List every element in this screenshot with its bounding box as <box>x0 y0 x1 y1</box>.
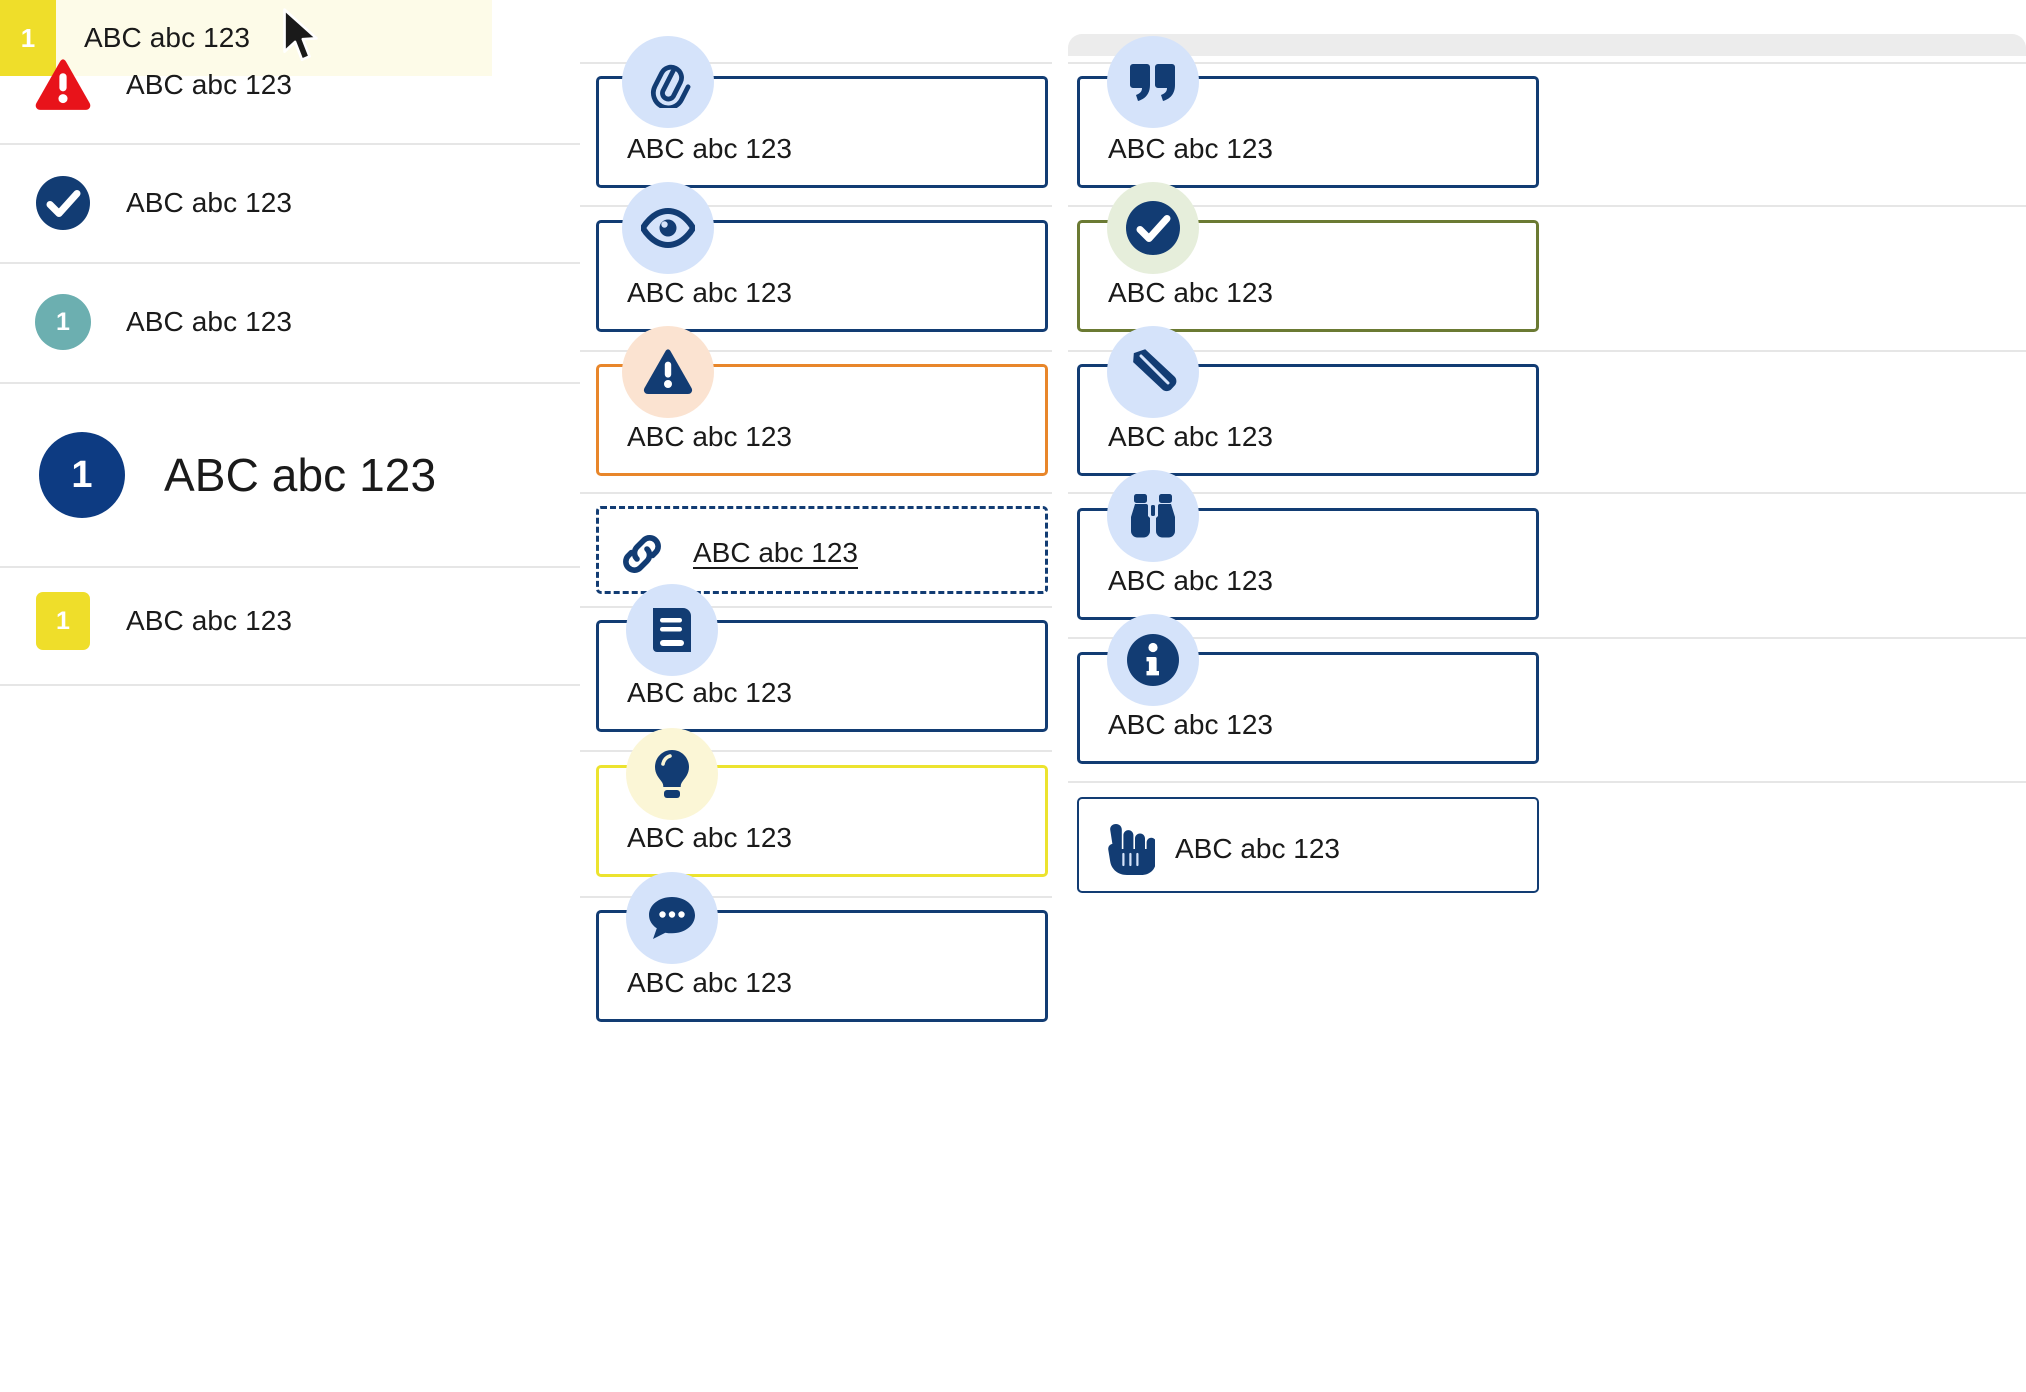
book-icon-bubble <box>626 584 718 676</box>
lightbulb-icon-bubble <box>626 728 718 820</box>
list-item-success[interactable]: ABC abc 123 <box>0 173 760 233</box>
check-circle-icon <box>36 176 90 230</box>
separator <box>580 750 1052 752</box>
list-item-step-yellow[interactable]: 1 ABC abc 123 <box>0 592 760 650</box>
badge-number: 1 <box>56 606 70 635</box>
pointing-hand-icon <box>1108 824 1156 875</box>
card-label: ABC abc 123 <box>627 677 792 708</box>
comment-dots-icon-bubble <box>626 872 718 964</box>
badge-number: 1 <box>71 453 93 496</box>
book-icon <box>653 608 691 652</box>
top-panel-cover <box>1068 56 2026 62</box>
triangle-alert-icon <box>643 349 693 394</box>
card-link[interactable]: ABC abc 123 <box>596 506 1048 594</box>
card-link-label[interactable]: ABC abc 123 <box>693 537 858 568</box>
pencil-icon-bubble <box>1107 326 1199 418</box>
list-item-step-teal[interactable]: 1 ABC abc 123 <box>0 293 760 351</box>
card-label: ABC abc 123 <box>1108 277 1273 308</box>
card-label: ABC abc 123 <box>627 967 792 998</box>
binoculars-icon-bubble <box>1107 470 1199 562</box>
card-label: ABC abc 123 <box>1108 133 1273 164</box>
link-icon <box>623 535 661 573</box>
pointing-hand-icon-wrapper <box>1103 821 1156 880</box>
list-item-label: ABC abc 123 <box>164 449 437 501</box>
separator <box>1068 637 2026 639</box>
card-label: ABC abc 123 <box>1108 565 1273 596</box>
list-item-label: ABC abc 123 <box>126 187 293 218</box>
card-label: ABC abc 123 <box>627 421 792 452</box>
pencil-icon <box>1133 349 1177 392</box>
check-circle-icon <box>1126 201 1180 255</box>
list-item-label: ABC abc 123 <box>126 306 293 337</box>
separator <box>580 492 1052 494</box>
info-circle-icon-bubble <box>1107 614 1199 706</box>
number-badge-square: 1 <box>36 592 90 650</box>
badge-number: 1 <box>56 307 70 336</box>
separator <box>0 684 580 686</box>
eye-icon-bubble <box>622 182 714 274</box>
paperclip-icon <box>651 64 691 108</box>
card-label: ABC abc 123 <box>627 133 792 164</box>
card-label: ABC abc 123 <box>1175 833 1340 864</box>
left-column: ABC abc 123 ABC abc 123 1 ABC abc 123 1 … <box>0 0 760 1392</box>
separator <box>580 62 1052 64</box>
paperclip-icon-bubble <box>622 36 714 128</box>
list-item-step-large[interactable]: 1 ABC abc 123 <box>0 425 760 525</box>
triangle-alert-icon-bubble <box>622 326 714 418</box>
card-edit[interactable]: ABC abc 123 <box>1077 364 1539 476</box>
separator <box>1068 205 2026 207</box>
list-item-step-selected[interactable]: 1 ABC abc 123 <box>0 0 492 76</box>
number-badge-circle: 1 <box>39 432 125 518</box>
separator <box>0 566 580 568</box>
separator <box>1068 781 2026 783</box>
separator <box>0 143 580 145</box>
card-label: ABC abc 123 <box>627 277 792 308</box>
separator <box>580 896 1052 898</box>
triangle-alert-icon <box>35 59 91 110</box>
eye-icon <box>641 208 695 248</box>
quote-icon-bubble <box>1107 36 1199 128</box>
info-circle-icon <box>1127 634 1179 686</box>
badge-number: 1 <box>20 22 36 53</box>
number-badge-circle: 1 <box>35 294 91 350</box>
link-icon-wrapper <box>617 529 667 584</box>
separator <box>580 606 1052 608</box>
card-label: ABC abc 123 <box>627 822 792 853</box>
card-quote[interactable]: ABC abc 123 <box>1077 76 1539 188</box>
list-item-label: ABC abc 123 <box>126 605 293 636</box>
number-badge-square: 1 <box>0 0 56 76</box>
top-panel-tab <box>1068 34 2026 60</box>
separator <box>580 350 1052 352</box>
check-circle-icon-bubble <box>1107 182 1199 274</box>
card-label: ABC abc 123 <box>1108 421 1273 452</box>
quote-icon <box>1130 64 1175 101</box>
separator <box>1068 492 2026 494</box>
separator <box>1068 62 2026 64</box>
list-item-label: ABC abc 123 <box>84 22 251 53</box>
comment-dots-icon <box>649 897 695 939</box>
card-warning[interactable]: ABC abc 123 <box>596 364 1048 476</box>
card-observe[interactable]: ABC abc 123 <box>1077 508 1539 620</box>
list-item-alert[interactable]: ABC abc 123 <box>0 54 760 116</box>
card-info[interactable]: ABC abc 123 <box>1077 652 1539 764</box>
separator <box>0 262 580 264</box>
card-label: ABC abc 123 <box>1108 709 1273 740</box>
list-item-label: ABC abc 123 <box>126 69 293 100</box>
separator <box>1068 350 2026 352</box>
card-comment[interactable]: ABC abc 123 <box>596 910 1048 1022</box>
separator <box>580 205 1052 207</box>
card-action[interactable]: ABC abc 123 <box>1077 797 1539 893</box>
lightbulb-icon <box>655 750 689 798</box>
binoculars-icon <box>1131 494 1175 538</box>
separator <box>0 382 580 384</box>
